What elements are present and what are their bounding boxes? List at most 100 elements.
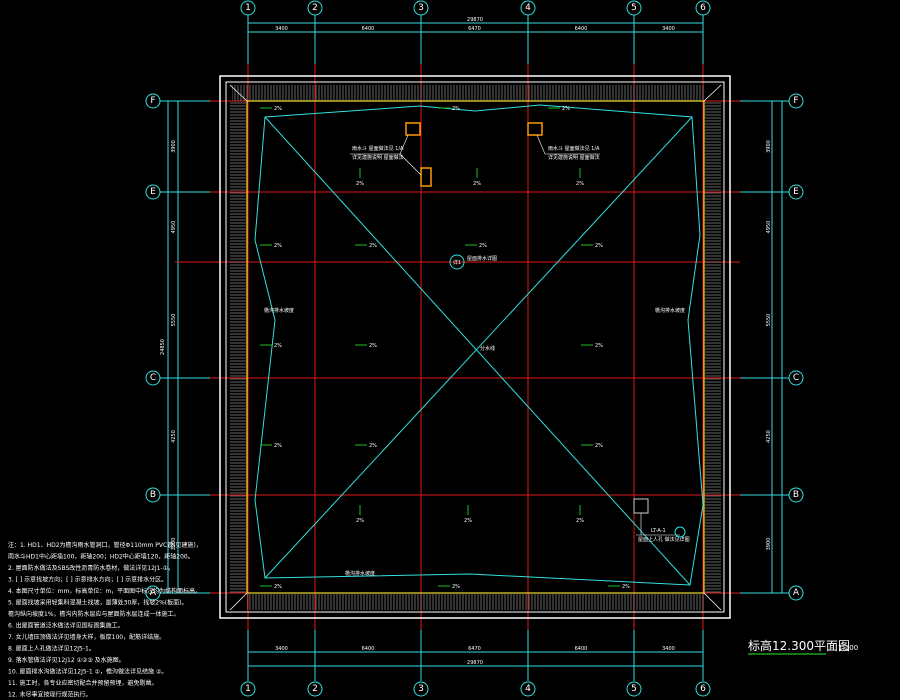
- slope-value: 2%: [274, 584, 282, 590]
- note-line: 11. 施工时，各专业应密切配合并预留预埋，避免剔凿。: [8, 679, 157, 687]
- dim-segment: 6400: [362, 646, 375, 652]
- note-line: 12. 未尽事宜按现行规范执行。: [8, 691, 91, 699]
- ridge-diagonal-2: [264, 116, 693, 579]
- detail-marker-sheet: 详1: [453, 259, 461, 266]
- roof-ridge-outline: [254, 104, 704, 586]
- drawing-title: 标高12.300平面图: [748, 638, 850, 653]
- axis-label-row: C: [150, 373, 156, 383]
- slope-value: 2%: [274, 106, 282, 112]
- axis-bubble-icon: [788, 370, 804, 386]
- note-line: 6. 出屋面管道泛水做法详见国标图集施工。: [8, 622, 124, 630]
- dim-segment-right: 4950: [766, 221, 772, 234]
- dim-segment-left: 4250: [171, 430, 177, 443]
- dim-segment: 3400: [662, 646, 675, 652]
- note-line: 檐沟纵向坡度1%，檐沟内防水层应与屋面防水层连成一体施工。: [8, 610, 180, 618]
- dim-segment: 3400: [275, 26, 288, 32]
- gutter-edge: [246, 100, 705, 594]
- dim-segment: 6400: [575, 26, 588, 32]
- slope-value: 2%: [274, 343, 282, 349]
- note-line: 4. 本图尺寸单位：mm，标高单位：m，平面图中标注均为结构面标高。: [8, 587, 201, 595]
- general-notes: 注：1. HD1、HD2为檐沟雨水管洞口，管径Φ110mm PVC管(见建施)，…: [8, 541, 202, 699]
- axis-label-col: 5: [631, 3, 637, 13]
- axis-bubble-icon: [788, 93, 804, 109]
- slope-value: 2%: [369, 243, 377, 249]
- dim-segment: 6400: [575, 646, 588, 652]
- axis-bubble-icon: [520, 0, 536, 16]
- axis-bubble-icon: [626, 681, 642, 697]
- note-line: 8. 屋面上人孔做法详见12J5-1。: [8, 645, 95, 653]
- axis-label-row: A: [793, 588, 800, 598]
- axis-bubble-icon: [240, 0, 256, 16]
- ridge-diagonal-1: [264, 116, 691, 586]
- slope-value: 2%: [356, 518, 364, 524]
- slope-value: 2%: [452, 106, 460, 112]
- slope-value: 2%: [479, 243, 487, 249]
- parapet-inner: [225, 81, 725, 613]
- roof-hatch: [633, 498, 649, 514]
- roof-drain-mid: [420, 167, 432, 187]
- axis-bubble-icon: [788, 585, 804, 601]
- axis-label-col: 2: [312, 684, 318, 694]
- dim-segment: 6470: [468, 26, 481, 32]
- dim-segment-right: 3900: [766, 538, 772, 551]
- slope-value: 2%: [274, 443, 282, 449]
- detail-ref-icon: [674, 526, 686, 538]
- axis-label-row: C: [793, 373, 799, 383]
- gutter-label-left: 檐沟排水坡度: [264, 307, 294, 314]
- axis-label-col: 3: [418, 684, 424, 694]
- parapet-outer: [219, 75, 731, 619]
- dim-segment-left: 3900: [171, 140, 177, 153]
- gutter-label-right: 檐沟排水坡度: [655, 307, 685, 314]
- roof-drain-left: [405, 122, 421, 136]
- axis-label-row: B: [150, 490, 156, 500]
- axis-bubble-icon: [145, 370, 161, 386]
- note-line: 7. 女儿墙压顶做法详见墙身大样，板厚100，配筋详结施。: [8, 633, 165, 641]
- dim-segment-right: 4250: [766, 430, 772, 443]
- dim-segment: 6400: [362, 26, 375, 32]
- slope-value: 2%: [562, 106, 570, 112]
- axis-bubble-icon: [145, 487, 161, 503]
- axis-bubble-icon: [626, 0, 642, 16]
- slope-value: 2%: [452, 584, 460, 590]
- slope-value: 2%: [274, 243, 282, 249]
- slope-value: 2%: [622, 584, 630, 590]
- axis-bubble-icon: [520, 681, 536, 697]
- dim-segment: 3400: [275, 646, 288, 652]
- axis-bubble-icon: [145, 93, 161, 109]
- drain-left-callout-1: 雨水斗 屋面做法见 1/A: [352, 145, 404, 152]
- drain-right-callout-1: 雨水斗 屋面做法见 1/A: [548, 145, 600, 152]
- dim-segment-right: 3900: [766, 140, 772, 153]
- axis-bubble-icon: [145, 585, 161, 601]
- slope-arrows: 2%2%2%2%2%2%2%2%2%2%2%2%2%2%2%2%2%2%2%2%…: [260, 106, 630, 590]
- note-line: 注：1. HD1、HD2为檐沟雨水管洞口，管径Φ110mm PVC管(见建施)，: [8, 541, 202, 549]
- axis-bubble-icon: [788, 487, 804, 503]
- drawing-scale: 1:100: [838, 644, 858, 652]
- axis-label-col: 5: [631, 684, 637, 694]
- gutter-label-bottom: 檐沟排水坡度: [345, 570, 375, 577]
- drain-right-callout-2: 详见建施说明 屋面做法: [548, 154, 600, 161]
- roof-drain-right: [527, 122, 543, 136]
- ridge-label: 分水线: [480, 345, 495, 352]
- dim-segment: 6470: [468, 646, 481, 652]
- slope-value: 2%: [595, 343, 603, 349]
- dim-segment-left: 3900: [171, 538, 177, 551]
- slope-value: 2%: [369, 343, 377, 349]
- axis-label-col: 4: [525, 3, 531, 13]
- slope-value: 2%: [576, 518, 584, 524]
- axis-bubble-icon: [307, 0, 323, 16]
- axis-bubble-icon: [413, 0, 429, 16]
- axis-bubble-icon: [695, 681, 711, 697]
- axis-label-col: 4: [525, 684, 531, 694]
- dim-segment: 3400: [662, 26, 675, 32]
- note-line: 9. 落水管做法详见12J12 ①②③ 及水施图。: [8, 656, 125, 664]
- axis-label-row: F: [150, 96, 155, 106]
- dim-segment-right: 5550: [766, 314, 772, 327]
- detail-marker-text: 屋面排水详图: [467, 255, 497, 262]
- axis-label-col: 1: [245, 684, 251, 694]
- axis-label-row: B: [793, 490, 799, 500]
- gutter-bottom: [247, 594, 704, 610]
- hatch-callout-1: LT-A-1: [651, 528, 666, 534]
- axis-bubble-icon: [788, 184, 804, 200]
